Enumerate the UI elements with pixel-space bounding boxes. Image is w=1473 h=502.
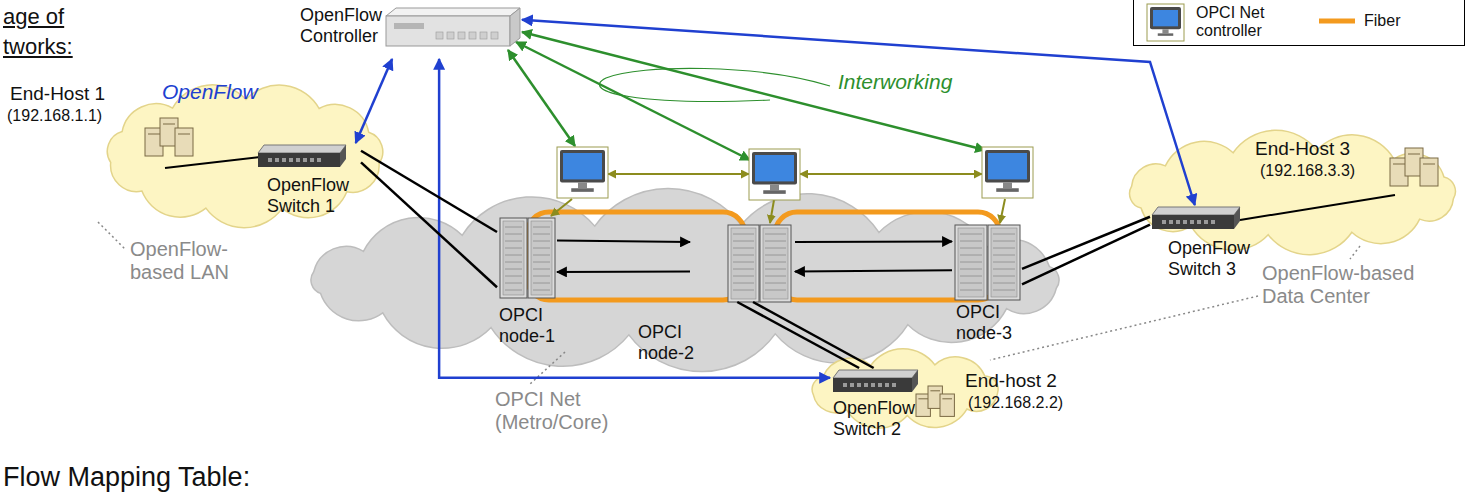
monitor-icon [1147,4,1184,41]
network-link [737,302,859,368]
controller-link [1000,199,1005,223]
controller-box: OpenFlow Controller [298,3,522,59]
rack-icon [988,225,1020,300]
node-title: OPCI node-1 [499,305,565,346]
controller-link [551,199,572,216]
host-link [165,157,260,168]
openflow-link [356,59,392,143]
node-title: OpenFlow Switch 2 [833,398,923,439]
network-link [557,271,690,273]
network-link [753,302,874,368]
leader-line [98,222,126,250]
leader-line [990,296,1258,360]
node-title: End-Host 3 [1255,138,1350,160]
rack-icon [728,225,759,302]
node-title: OPCI node-2 [638,322,704,363]
icon-group [145,8,1438,416]
interworking-line [508,50,575,146]
monitor-icon [982,147,1033,198]
network-cloud: End-Host 1(192.168.1.1)OpenFlow Switch 1 [95,85,395,225]
openflow-link [439,59,830,378]
monitor-icon [557,147,608,198]
network-link [795,270,952,271]
legend-text: OPCI Net controller [1196,4,1288,41]
fiber-ring [775,212,1000,300]
network-link [361,151,497,232]
leader-line [530,352,565,384]
cloud-shape [311,189,1059,372]
switch-box: OpenFlow Switch 3 [1150,205,1262,283]
network-link [361,162,497,287]
node-title: OpenFlow Switch 1 [267,175,357,216]
opci-node: OPCI node-1 [497,215,557,300]
rack-icon [528,218,555,298]
opci-node: OPCI node-3 [952,222,1022,300]
node-title: OpenFlow Controller [300,5,392,46]
switch-icon [258,145,346,167]
cloud-shape [107,85,382,228]
switch-box: OpenFlow Switch 2 [830,368,927,443]
network-link [1022,225,1150,285]
address-text: (192.168.2.2) [968,394,1063,412]
network-cloud: End-host 2(192.168.2.2)OpenFlow Switch 2 [800,352,1010,427]
controller-link [800,173,982,175]
network-link [795,241,952,244]
legend-box: OPCI Net controller Fiber [1133,0,1465,46]
heading-fragment: tworks: [3,34,73,59]
node-title: End-host 2 [965,370,1057,392]
heading-fragment: age of [3,4,64,29]
openflow-link [522,20,1195,205]
address-text: (192.168.1.1) [7,107,102,125]
section-heading: Flow Mapping Table: [3,462,250,493]
node-title: OPCI node-3 [956,302,1022,343]
monitor-icon [749,149,800,200]
rack-icon [500,218,527,298]
interworking-swoosh [599,68,830,101]
controller-link [608,173,749,175]
rack-icon [760,225,791,302]
switch-icon [833,370,918,392]
link-label: OpenFlow [162,80,258,104]
switch-box: OpenFlow Switch 1 [255,143,361,220]
region-label: OPCI Net (Metro/Core) [495,388,620,434]
opci-node: OPCI node-2 [690,222,795,302]
legend-swatch [1146,3,1190,43]
network-cloud: End-Host 3(192.168.3.3)OpenFlow Switch 3 [1115,135,1470,250]
controller-link [770,200,774,223]
region-label: OpenFlow-based LAN [130,238,250,284]
host-link [1240,195,1395,220]
node-title: End-Host 1 [10,83,105,105]
legend-swatch [1319,17,1355,25]
leader-line [1350,246,1360,259]
fiber-ring [527,212,745,300]
legend-text: Fiber [1364,12,1400,30]
fiber-sample [1319,19,1355,24]
host-icon [145,118,193,156]
host-icon [916,386,954,416]
node-title: OpenFlow Switch 3 [1168,238,1258,279]
region-label: OpenFlow-based Data Center [1262,262,1437,308]
interworking-line [522,32,985,150]
network-link [557,241,690,243]
server-icon [386,8,520,46]
switch-icon [1152,207,1240,229]
rack-icon [955,225,987,300]
link-label: Interworking [838,70,952,94]
host-icon [1390,148,1438,186]
address-text: (192.168.3.3) [1260,162,1355,180]
network-link [1022,217,1150,269]
